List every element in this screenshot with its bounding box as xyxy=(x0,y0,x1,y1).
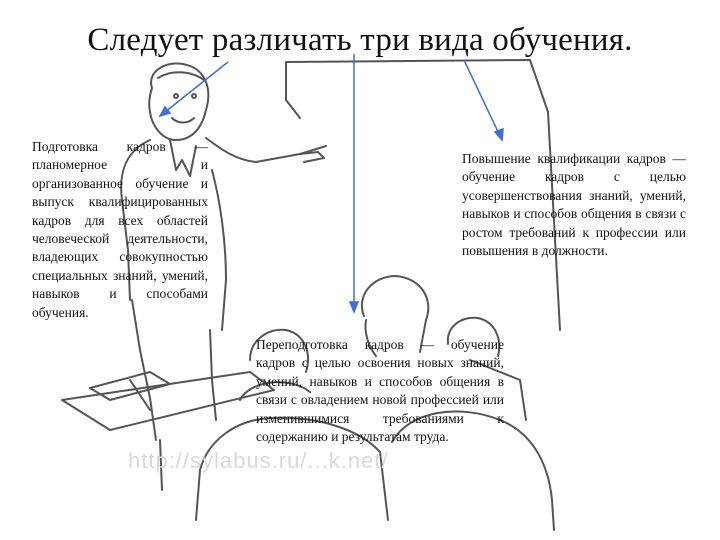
student-front xyxy=(199,416,389,521)
arrow-to-training xyxy=(159,61,229,117)
student-left xyxy=(249,328,309,373)
desk xyxy=(61,371,275,431)
arrow-to-advanced xyxy=(463,59,501,137)
slide-title: Следует различать три вида обучения. xyxy=(87,22,633,58)
training-definition: Подготовка кадров — планомерное и органи… xyxy=(32,139,208,320)
advanced-training-definition: Повышение квалификации кадров — обучение… xyxy=(462,151,686,259)
teacher-head xyxy=(148,62,210,141)
student-right xyxy=(446,316,501,357)
student-middle xyxy=(361,275,430,353)
retraining-definition: Переподготовка кадров — обучение кадров … xyxy=(256,337,504,445)
blackboard xyxy=(285,59,561,331)
teacher-body xyxy=(120,139,151,301)
watermark: http://sylabus.ru/...k.net/ xyxy=(128,448,389,473)
